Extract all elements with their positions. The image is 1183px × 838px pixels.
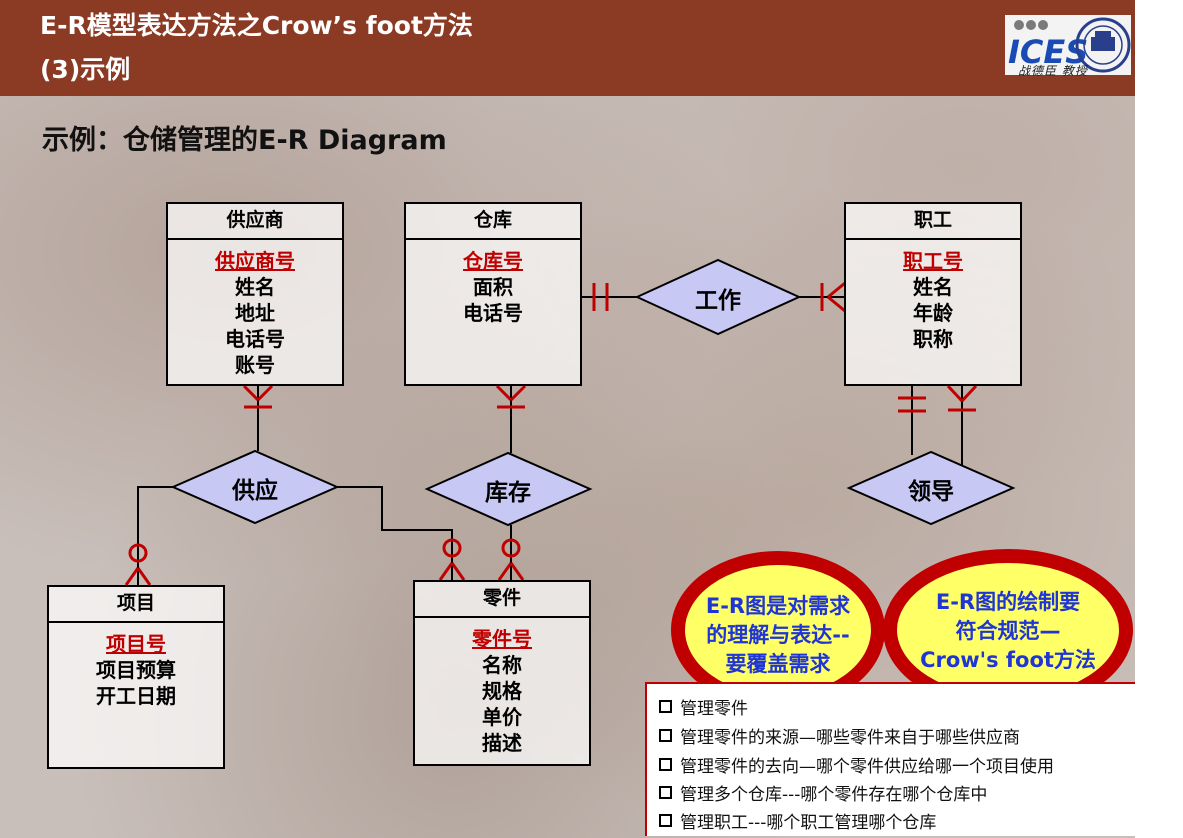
warehouse-attr: 面积 bbox=[473, 275, 513, 299]
part-attr: 描述 bbox=[482, 731, 522, 755]
header-bar: E-R模型表达方法之Crow’s foot方法 (3)示例 bbox=[0, 0, 1135, 96]
relationship-stock-diamond bbox=[424, 451, 593, 527]
callout-right-line: Crow's foot方法 bbox=[920, 648, 1096, 672]
supplier-attr: 电话号 bbox=[225, 327, 285, 351]
checkbox-icon bbox=[659, 700, 672, 713]
part-attr: 名称 bbox=[482, 653, 522, 677]
entity-warehouse[interactable]: 仓库 仓库号 面积 电话号 bbox=[404, 202, 582, 386]
requirement-item: 管理零件的来源—哪些零件来自于哪些供应商 bbox=[659, 723, 1020, 748]
relationship-work-label[interactable]: 工作 bbox=[695, 288, 741, 314]
entity-part-name: 零件 bbox=[415, 582, 589, 618]
entity-supplier-name: 供应商 bbox=[168, 204, 342, 240]
relationship-lead-label[interactable]: 领导 bbox=[908, 479, 954, 505]
employee-attr: 年龄 bbox=[913, 301, 953, 325]
requirement-text: 管理零件 bbox=[680, 699, 748, 719]
supplier-attr: 姓名 bbox=[235, 275, 275, 299]
callout-left-line: 的理解与表达-- bbox=[706, 623, 850, 647]
logo-wordmark: ICES bbox=[1008, 33, 1088, 71]
part-attr: 单价 bbox=[482, 705, 522, 729]
callout-left-line: E-R图是对需求 bbox=[705, 594, 851, 618]
requirement-text: 管理多个仓库---哪个零件存在哪个仓库中 bbox=[680, 785, 988, 805]
requirements-panel: 管理零件 管理零件的来源—哪些零件来自于哪些供应商 管理零件的去向—哪个零件供应… bbox=[645, 682, 1135, 836]
callout-ovals bbox=[671, 549, 1133, 711]
requirement-item: 管理多个仓库---哪个零件存在哪个仓库中 bbox=[659, 780, 987, 805]
supplier-attr: 地址 bbox=[235, 301, 275, 325]
slide-title: E-R模型表达方法之Crow’s foot方法 bbox=[40, 11, 473, 40]
entity-warehouse-name: 仓库 bbox=[406, 204, 580, 240]
relationship-lead-diamond bbox=[846, 450, 1016, 526]
diagram-subtitle: 示例：仓储管理的E-R Diagram bbox=[42, 125, 447, 156]
requirement-item: 管理零件 bbox=[659, 694, 748, 719]
ices-logo: ICES bbox=[1005, 15, 1131, 75]
slide-section: (3)示例 bbox=[40, 55, 131, 84]
project-attr: 开工日期 bbox=[96, 684, 176, 708]
part-primary-key: 零件号 bbox=[472, 627, 532, 651]
requirement-text: 管理职工---哪个职工管理哪个仓库 bbox=[680, 813, 937, 833]
requirement-item: 管理零件的去向—哪个零件供应给哪一个项目使用 bbox=[659, 752, 1054, 777]
relationship-supply-label[interactable]: 供应 bbox=[232, 478, 278, 504]
callout-left-text: E-R图是对需求 的理解与表达-- 要覆盖需求 bbox=[680, 592, 876, 679]
callout-right-text: E-R图的绘制要 符合规范— Crow's foot方法 bbox=[900, 588, 1116, 675]
checkbox-icon bbox=[659, 729, 672, 742]
employee-primary-key: 职工号 bbox=[903, 249, 963, 273]
supplier-attr: 账号 bbox=[235, 353, 275, 377]
author-name: 战德臣 教授 bbox=[1018, 64, 1088, 78]
checkbox-icon bbox=[659, 758, 672, 771]
warehouse-attr: 电话号 bbox=[463, 301, 523, 325]
callout-right-line: E-R图的绘制要 bbox=[935, 590, 1081, 614]
project-primary-key: 项目号 bbox=[106, 632, 166, 656]
entity-project-name: 项目 bbox=[49, 587, 223, 623]
requirement-text: 管理零件的去向—哪个零件供应给哪一个项目使用 bbox=[680, 757, 1054, 777]
entity-employee[interactable]: 职工 职工号 姓名 年龄 职称 bbox=[844, 202, 1022, 386]
checkbox-icon bbox=[659, 814, 672, 827]
entity-supplier[interactable]: 供应商 供应商号 姓名 地址 电话号 账号 bbox=[166, 202, 344, 386]
callout-left-line: 要覆盖需求 bbox=[725, 652, 831, 676]
part-attr: 规格 bbox=[482, 679, 522, 703]
requirement-item: 管理职工---哪个职工管理哪个仓库 bbox=[659, 808, 936, 833]
project-attr: 项目预算 bbox=[96, 658, 176, 682]
entity-employee-name: 职工 bbox=[846, 204, 1020, 240]
supplier-primary-key: 供应商号 bbox=[215, 249, 295, 273]
warehouse-primary-key: 仓库号 bbox=[463, 249, 523, 273]
relationship-stock-label[interactable]: 库存 bbox=[485, 480, 531, 506]
entity-project[interactable]: 项目 项目号 项目预算 开工日期 bbox=[47, 585, 225, 769]
entity-part[interactable]: 零件 零件号 名称 规格 单价 描述 bbox=[413, 580, 591, 766]
crows-foot-notation bbox=[124, 281, 978, 586]
requirement-text: 管理零件的来源—哪些零件来自于哪些供应商 bbox=[680, 728, 1020, 748]
checkbox-icon bbox=[659, 786, 672, 799]
callout-right-line: 符合规范— bbox=[955, 619, 1061, 643]
employee-attr: 职称 bbox=[913, 327, 953, 351]
employee-attr: 姓名 bbox=[913, 275, 953, 299]
